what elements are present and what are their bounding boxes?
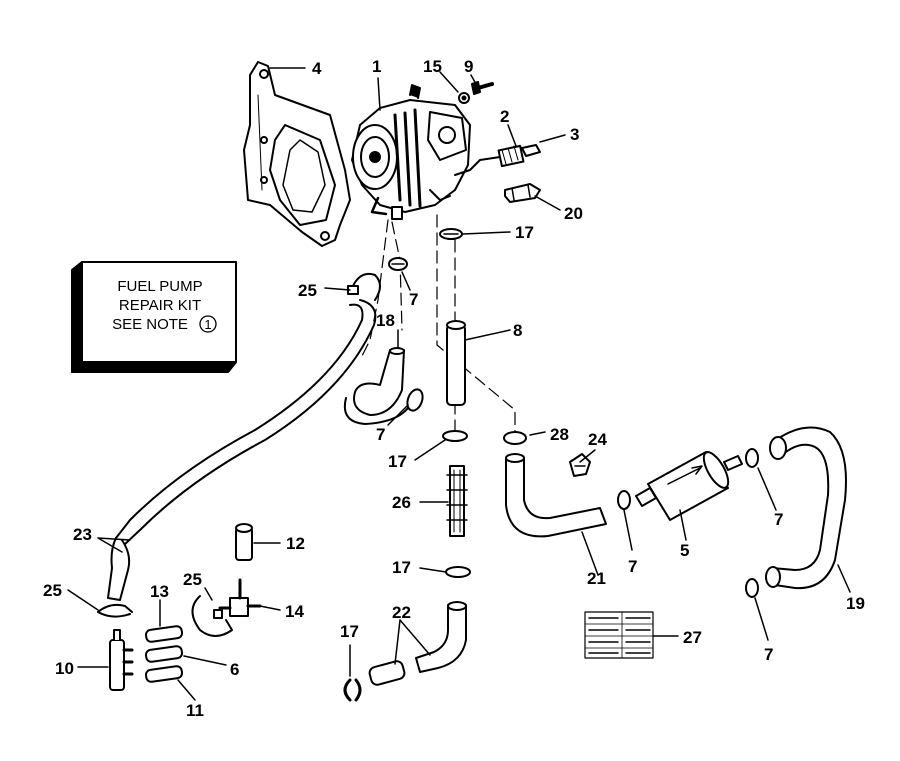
clamp-17-bottom	[343, 678, 362, 702]
callout-25a: 25	[298, 281, 317, 300]
callout-9: 9	[464, 57, 473, 76]
callout-21: 21	[587, 569, 606, 588]
callout-7e: 7	[764, 645, 773, 664]
u-hose-19	[765, 426, 847, 590]
callout-7d: 7	[774, 510, 783, 529]
callout-13: 13	[150, 582, 169, 601]
callout-27: 27	[683, 628, 702, 647]
clamp-7-filter-outlet	[745, 448, 759, 468]
callout-7c: 7	[628, 557, 637, 576]
kit-box-text: FUEL PUMP REPAIR KIT SEE NOTE 1	[112, 278, 217, 333]
callout-2: 2	[500, 107, 509, 126]
callout-23: 23	[73, 525, 92, 544]
callout-5: 5	[680, 541, 689, 560]
callout-25c: 25	[43, 581, 62, 600]
callout-14: 14	[285, 602, 304, 621]
manifold-10	[109, 629, 134, 691]
kit-line-2: REPAIR KIT	[119, 297, 201, 314]
hose-21	[505, 453, 607, 538]
clamp-7-lower-right	[745, 578, 759, 598]
callout-19: 19	[846, 594, 865, 613]
straight-hose-8	[446, 320, 466, 406]
callout-22: 22	[392, 603, 411, 622]
callout-17a: 17	[515, 223, 534, 242]
tie-strap-lower-left	[97, 603, 133, 618]
mounting-bracket	[243, 61, 351, 247]
clamp-17-upper	[439, 228, 463, 240]
callout-28: 28	[550, 425, 569, 444]
leader-lines	[67, 67, 851, 701]
small-hoses	[144, 625, 184, 683]
clamp-28	[503, 431, 527, 445]
clamp-7-upper	[388, 257, 408, 271]
callout-4: 4	[312, 59, 322, 78]
callout-18: 18	[376, 311, 395, 330]
repair-kit-box	[71, 261, 237, 373]
kit-line-1: FUEL PUMP	[117, 278, 202, 295]
callout-7b: 7	[376, 425, 385, 444]
note-circle	[199, 315, 217, 333]
hose-22	[368, 601, 467, 686]
fuel-filter	[635, 451, 743, 521]
connector-26	[446, 465, 468, 537]
clamp-17-lower	[445, 566, 471, 578]
clamp-7-mid	[406, 388, 424, 412]
fuel-pump	[351, 84, 501, 220]
hose-18	[343, 347, 411, 425]
note-number: 1	[204, 317, 211, 332]
callout-6: 6	[230, 660, 239, 679]
callout-25b: 25	[183, 570, 202, 589]
callout-17d: 17	[340, 622, 359, 641]
fitting-elbow	[497, 144, 541, 168]
clip	[504, 183, 541, 203]
decal-27	[584, 611, 654, 659]
bracket-24	[569, 453, 591, 477]
kit-line-3: SEE NOTE	[112, 316, 188, 333]
clamp-7-filter-inlet	[617, 490, 631, 510]
tie-strap-upper	[347, 272, 381, 301]
callout-numbers: 1 2 3 4 5 6 7 7 7 7 7 8 9 10 11 12 13 14…	[43, 57, 865, 720]
callout-15: 15	[423, 57, 442, 76]
callout-17b: 17	[388, 452, 407, 471]
callout-7a: 7	[409, 290, 418, 309]
tee-fitting-14	[191, 578, 262, 637]
callout-17c: 17	[392, 558, 411, 577]
callout-26: 26	[392, 493, 411, 512]
callout-24: 24	[588, 430, 607, 449]
callout-1: 1	[372, 57, 381, 76]
callout-12: 12	[286, 534, 305, 553]
callout-11: 11	[186, 701, 204, 720]
clamp-17-mid	[442, 430, 468, 442]
callout-3: 3	[570, 125, 579, 144]
callout-10: 10	[55, 659, 74, 678]
long-hose	[107, 299, 377, 601]
callout-8: 8	[513, 321, 522, 340]
callout-20: 20	[564, 204, 583, 223]
screw-and-washer	[458, 81, 494, 104]
bushing-12	[235, 523, 253, 561]
